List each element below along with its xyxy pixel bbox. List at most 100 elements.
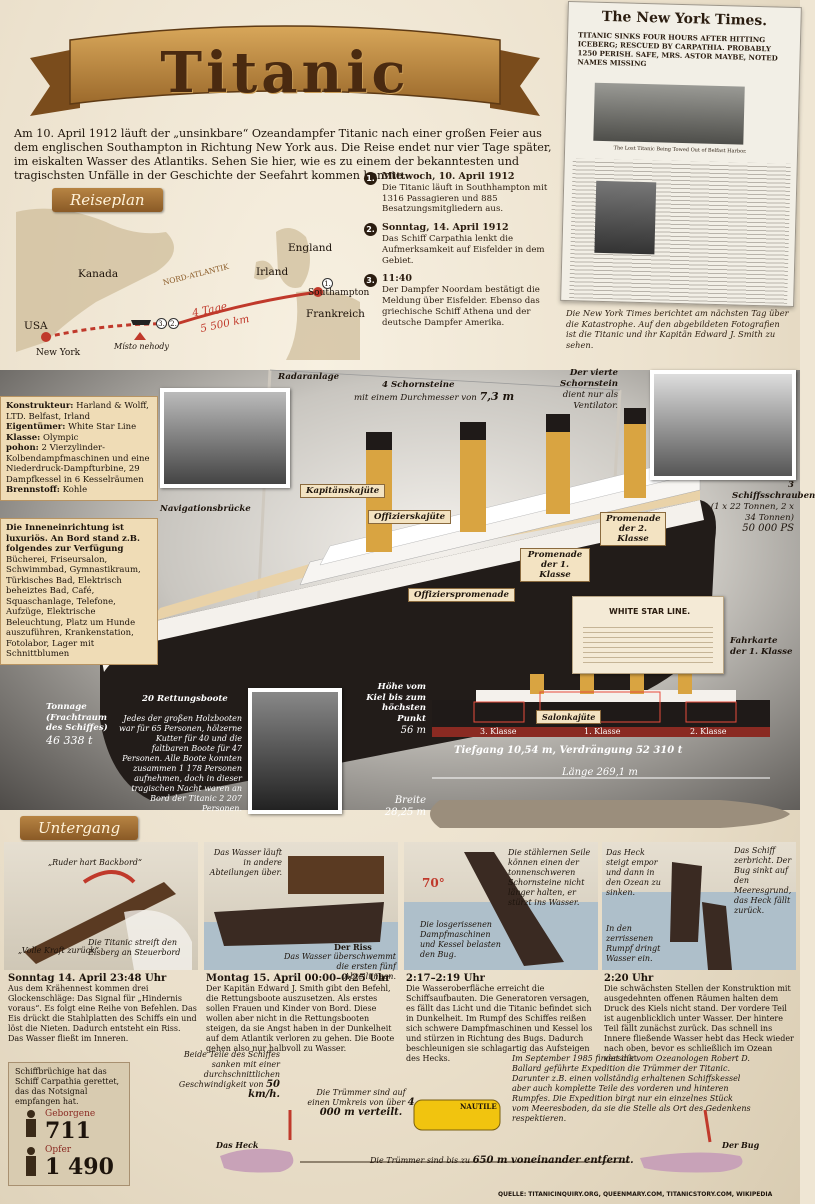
screws-head: 3 Schiffsschrauben — [732, 480, 815, 501]
screws-text: (1 x 22 Tonnen, 2 x 34 Tonnen) — [710, 502, 794, 523]
label-usa: USA — [24, 320, 48, 332]
ticket-label: Fahrkarte der 1. Klasse — [730, 636, 793, 657]
lifeboats-head: 20 Rettungsboote — [142, 694, 228, 704]
sinking-panel-4: Das Heck steigt empor und dann in den Oz… — [602, 842, 796, 970]
lifeboat-photo — [248, 688, 342, 814]
newspaper-caption: Die New York Times berichtet am nächsten… — [566, 308, 789, 350]
survivor-text: Schiffbrüchige hat das Schiff Carpathia … — [15, 1067, 120, 1106]
length-label: Länge 269,1 m — [562, 767, 638, 778]
sinking-panel-3: Die stählernen Seile können einen der to… — [404, 842, 598, 970]
panel2-note-crack: Der Riss — [334, 942, 372, 952]
ticket-text-lines — [583, 623, 713, 663]
timeline-item: 1. Mittwoch, 10. April 1912 Die Titanic … — [364, 171, 564, 215]
intro-text: Am 10. April 1912 läuft der „unsinkbare“… — [14, 127, 552, 182]
banner-scroll-icon — [30, 25, 540, 116]
ticket: WHITE STAR LINE. — [572, 596, 724, 674]
nav-bridge-label: Navigationsbrücke — [160, 504, 251, 514]
tag-officer-cabin: Offizierskajüte — [368, 510, 452, 524]
spec-row: Eigentümer: White Star Line — [6, 422, 137, 432]
timeline-item: 2. Sonntag, 14. April 1912 Das Schiff Ca… — [364, 222, 564, 266]
label-ireland: Irland — [256, 266, 289, 278]
marker-2: 2. — [168, 318, 179, 329]
newspaper-name: The New York Times. — [601, 8, 768, 30]
stern-label: Das Heck — [216, 1140, 259, 1150]
marker-3: 3. — [156, 318, 167, 329]
spec-row: Klasse: Olympic — [6, 432, 79, 443]
height-value: 56 m — [400, 725, 426, 736]
title-banner: Titanic — [20, 18, 550, 123]
ticket-company: WHITE STAR LINE. — [609, 607, 691, 616]
class-3-label: 3. Klasse — [480, 727, 517, 736]
source-text: QUELLE: TITANICINQUIRY.ORG, QUEENMARY.CO… — [498, 1191, 773, 1198]
panel3-note-engines: Die losgerissenen Dampfmaschinen und Kes… — [420, 920, 501, 959]
distance-text: Die Trümmer sind bis zu 650 m voneinande… — [370, 1155, 634, 1166]
tilting-ship-illustration — [404, 852, 598, 970]
spec-box: Konstrukteur: Harland & Wolff, LTD. Belf… — [0, 396, 158, 501]
salon-cabin-label: Salonkajüte — [536, 710, 602, 724]
timeline-head: 11:40 — [382, 273, 412, 285]
class-1-label: 1. Klasse — [584, 727, 621, 736]
newspaper-clipping: The New York Times. Titanic sinks four h… — [560, 0, 802, 308]
draft-label: Tiefgang 10,54 m, Verdrängung 52 310 t — [454, 745, 683, 756]
class-2-label: 2. Klasse — [690, 727, 727, 736]
fourth-funnel-text: dient nur als Ventilator. — [562, 390, 618, 411]
tonnage-value: 46 338 t — [46, 734, 93, 747]
timeline-number: 3. — [364, 274, 377, 288]
panel1-note-reverse: „Volle Kraft zurück“ — [18, 946, 100, 955]
iceberg-collision-illustration — [24, 870, 192, 970]
radar-label: Radaranlage — [278, 372, 340, 382]
person-icon — [26, 1110, 36, 1176]
marker-1: 1. — [322, 278, 333, 289]
panel4-note-break: Das Schiff zerbricht. Der Bug sinkt auf … — [734, 846, 792, 915]
funnels-subtitle: mit einem Durchmesser von 7,3 m — [354, 390, 515, 403]
label-newyork: New York — [36, 348, 81, 358]
sinking-ribbon: Untergang — [20, 816, 139, 840]
expedition-text: Im September 1985 findet die vom Ozeanol… — [512, 1054, 751, 1123]
width-value: 28,25 m — [384, 807, 426, 818]
victims-count: 1 490 — [45, 1154, 114, 1180]
victims-label: Opfer — [45, 1145, 72, 1155]
lifeboats-text: Jedes der großen Holzbooten war für 65 P… — [118, 714, 242, 813]
spec-row: Brennstoff: Kohle — [6, 485, 88, 495]
label-france: Frankreich — [306, 308, 365, 320]
sinking-panel-1: „Ruder hart Backbord“ „Volle Kraft zurüc… — [4, 842, 198, 970]
spec-row: Konstrukteur: Harland & Wolff, LTD. Belf… — [6, 401, 149, 422]
interior-text: Bücherei, Friseursalon, Schwimmbad, Gymn… — [6, 554, 141, 660]
saved-count: 711 — [45, 1118, 91, 1144]
newspaper-photo-caption: The Lost Titanic Being Towed Out of Belf… — [613, 145, 747, 155]
map-ribbon: Reiseplan — [52, 188, 163, 212]
panel2-note-overflow: Das Wasser läuft in andere Abteilungen ü… — [209, 848, 282, 877]
width-head: Breite — [394, 795, 426, 806]
newspaper-headline: Titanic sinks four hours after hitting i… — [577, 30, 778, 69]
survivor-box: Schiffbrüchige hat das Schiff Carpathia … — [8, 1062, 130, 1186]
panel3-note-funnel: Die stählernen Seile können einen der to… — [508, 848, 591, 907]
label-southampton: Southampton — [308, 288, 370, 298]
label-england: England — [288, 242, 333, 254]
timeline-head: Sonntag, 14. April 1912 — [382, 222, 509, 234]
voyage-timeline: 1. Mittwoch, 10. April 1912 Die Titanic … — [364, 171, 564, 336]
tonnage-head: Tonnage (Frachtraum des Schiffes) — [46, 702, 108, 733]
page-title: Titanic — [160, 40, 410, 106]
newspaper-captain-photo — [594, 180, 657, 255]
panel4-note-water: In den zerrissenen Rumpf dringt Wasser e… — [606, 924, 661, 963]
map-graphic — [16, 208, 360, 360]
panel1-note-iceberg: Die Titanic streift den Eisberg an Steue… — [88, 938, 181, 957]
screws-power: 50 000 PS — [742, 523, 794, 534]
route-map: Reiseplan Kanada NORD-ATLANTIK England I… — [16, 188, 369, 360]
ship-breaking-illustration — [602, 862, 796, 970]
spec-row: pohon: 2 Vierzylinder-Kolbendampfmaschin… — [6, 443, 150, 485]
timeline-number: 2. — [364, 223, 377, 237]
saved-label: Geborgene — [45, 1109, 96, 1119]
interior-box: Die Inneneinrichtung ist luxuriös. An Bo… — [0, 518, 158, 665]
propeller-photo — [650, 370, 796, 480]
flooding-illustration — [204, 856, 398, 970]
nautile-label: NAUTILE — [460, 1102, 497, 1111]
tag-officer-promenade: Offizierspromenade — [408, 588, 515, 602]
label-sinking-place: Místo nehody — [114, 342, 169, 351]
label-canada: Kanada — [78, 268, 119, 280]
timeline-text: Das Schiff Carpathia lenkt die Aufmerksa… — [382, 233, 545, 266]
